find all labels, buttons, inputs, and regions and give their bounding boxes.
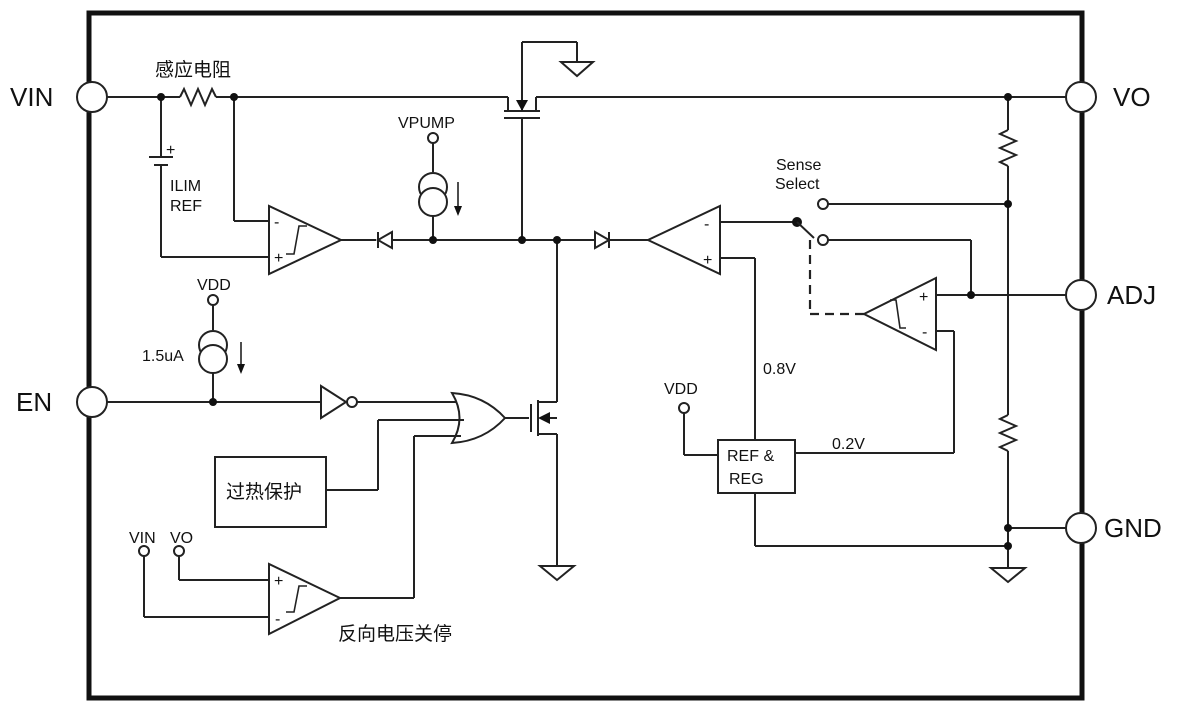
sense-select-comparator: + -	[795, 276, 1066, 454]
svg-text:-: -	[274, 214, 279, 231]
enable-logic	[107, 240, 577, 599]
vo-small-label: VO	[170, 530, 193, 547]
junction-dots	[157, 93, 1012, 550]
pin-en	[76, 386, 108, 418]
thermal-protection-block	[214, 456, 327, 528]
diode-right	[594, 230, 648, 250]
pin-vo-label: VO	[1113, 82, 1151, 112]
top-rail	[107, 86, 1066, 108]
svg-text:+: +	[919, 289, 928, 306]
sense-label: Sense	[776, 157, 821, 174]
svg-text:+: +	[703, 252, 712, 269]
reverse-voltage-comparator: + -	[138, 545, 343, 636]
current-source-label: 1.5uA	[142, 348, 184, 365]
ilim-label: ILIM	[170, 178, 201, 195]
diode-left	[375, 230, 595, 250]
thermal-protection-label: 过热保护	[226, 481, 302, 503]
sense-select-switch	[792, 198, 1008, 316]
current-limit-comparator: - +	[233, 97, 376, 276]
ground-symbol	[558, 61, 596, 78]
pin-gnd-label: GND	[1104, 513, 1162, 543]
svg-text:-: -	[704, 216, 709, 233]
v02-label: 0.2V	[832, 436, 865, 453]
ref-reg-label-2: REG	[729, 471, 764, 488]
svg-text:+: +	[274, 250, 283, 267]
vpump-label: VPUMP	[398, 115, 455, 132]
inverter	[320, 384, 348, 420]
svg-text:-: -	[275, 611, 280, 628]
select-label: Select	[775, 176, 820, 193]
ref-reg-label-1: REF &	[727, 448, 774, 465]
reverse-shutdown-label: 反向电压关停	[338, 623, 452, 645]
vin-small-label: VIN	[129, 530, 156, 547]
error-amplifier: - +	[645, 204, 797, 440]
sense-resistor-symbol	[179, 86, 217, 108]
ref-label: REF	[170, 198, 202, 215]
ref-reg-block	[678, 402, 1008, 547]
chip-outline	[86, 10, 1085, 701]
vdd-ref-label: VDD	[664, 381, 698, 398]
battery-plus: +	[166, 142, 175, 159]
pin-vin-label: VIN	[10, 82, 53, 112]
pin-adj-label: ADJ	[1107, 280, 1156, 310]
or-gate	[450, 391, 507, 445]
pin-en-label: EN	[16, 387, 52, 417]
pin-vo	[1065, 81, 1097, 113]
pin-vin	[76, 81, 108, 113]
ilim-battery: +	[149, 97, 269, 258]
pin-gnd	[1065, 512, 1097, 544]
pass-fet	[504, 41, 596, 240]
sense-resistor-label: 感应电阻	[155, 59, 231, 81]
pin-adj	[1065, 279, 1097, 311]
feedback-divider	[988, 97, 1066, 584]
vpump-current-source	[418, 132, 462, 240]
svg-text:+: +	[274, 573, 283, 590]
v08-label: 0.8V	[763, 361, 796, 378]
svg-text:-: -	[922, 324, 927, 341]
vdd-top-label: VDD	[197, 277, 231, 294]
